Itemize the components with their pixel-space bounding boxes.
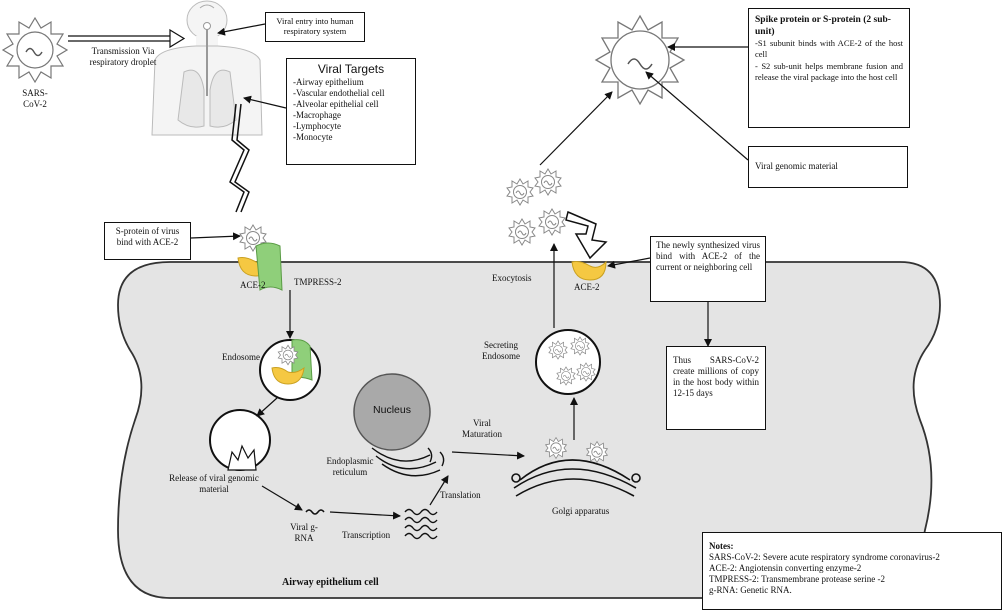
transcription-rna-icon — [404, 508, 438, 540]
viral-target-item: -Alveolar epithelial cell — [293, 99, 379, 109]
nucleus-label: Nucleus — [373, 404, 411, 416]
ace2-left-label: ACE-2 — [240, 280, 266, 290]
ace2-right-label: ACE-2 — [574, 282, 600, 292]
genomic-material-box: Viral genomic material — [748, 146, 908, 188]
s-protein-bind-box: S-protein of virus bind with ACE-2 — [104, 222, 191, 260]
newly-synthesized-box: The newly synthesized virus bind with AC… — [650, 236, 766, 302]
viral-maturation-label: Viral Maturation — [462, 418, 502, 439]
viral-target-item: -Airway epithelium — [293, 77, 364, 87]
note-item: g-RNA: Genetic RNA. — [709, 585, 792, 595]
transmission-label: Transmission Via respiratory droplet — [89, 46, 157, 67]
virus-label: SARS-CoV-2 — [22, 88, 48, 109]
viral-target-item: -Vascular endothelial cell — [293, 88, 385, 98]
viral-targets-list: -Airway epithelium-Vascular endothelial … — [293, 77, 409, 143]
spike-virus-icon — [594, 14, 686, 106]
secreting-endosome-label: Secreting Endosome — [482, 340, 520, 361]
viral-grna-icon — [305, 509, 325, 515]
ace2-receptor-right-icon — [571, 260, 607, 281]
flow-arrows — [190, 23, 749, 520]
human-figure — [151, 0, 263, 136]
translation-label: Translation — [440, 490, 481, 500]
tmpress2-icon — [255, 242, 283, 291]
notes-box: Notes: SARS-CoV-2: Severe acute respirat… — [702, 532, 1002, 610]
viral-target-item: -Lymphocyte — [293, 121, 341, 131]
thus-box: Thus SARS-CoV-2 create millions of copy … — [666, 346, 766, 430]
viral-target-item: -Macrophage — [293, 110, 341, 120]
sars-cov-2-virus-icon — [1, 16, 69, 84]
burst-icon — [227, 444, 257, 471]
ace2-endosome-icon — [271, 366, 305, 385]
viral-target-item: -Monocyte — [293, 132, 333, 142]
binding-arrow-icon — [565, 210, 608, 260]
spike-title: Spike protein or S-protein (2 sub-unit) — [755, 15, 891, 37]
viral-targets-title: Viral Targets — [317, 62, 385, 76]
secreting-endosome-icon — [535, 329, 601, 395]
note-item: SARS-CoV-2: Severe acute respiratory syn… — [709, 552, 940, 562]
golgi-label: Golgi apparatus — [552, 506, 610, 516]
transcription-label: Transcription — [342, 530, 391, 540]
spike-s2: - S2 sub-unit helps membrane fusion and … — [755, 61, 903, 82]
transmission-arrow — [68, 28, 186, 49]
nucleus-icon — [353, 373, 431, 451]
spike-protein-box: Spike protein or S-protein (2 sub-unit) … — [748, 8, 910, 128]
release-label: Release of viral genomic material — [169, 473, 259, 494]
er-label: Endoplasmic reticulum — [326, 456, 374, 477]
endoplasmic-reticulum-icon — [371, 447, 445, 477]
endosome-label: Endosome — [222, 352, 260, 362]
note-item: TMPRESS-2: Transmembrane protease serine… — [709, 574, 885, 584]
viral-targets-box: Viral Targets -Airway epithelium-Vascula… — [286, 58, 416, 165]
spike-s1: -S1 subunit binds with ACE-2 of the host… — [755, 38, 903, 59]
tmpress2-label: TMPRESS-2 — [294, 277, 342, 287]
viral-entry-box: Viral entry into human respiratory syste… — [265, 12, 365, 42]
note-item: ACE-2: Angiotensin converting enzyme-2 — [709, 563, 862, 573]
released-viruses-icon — [506, 168, 566, 246]
cell-label: Airway epithelium cell — [282, 577, 379, 588]
entry-zigzag — [229, 103, 250, 213]
viral-grna-label: Viral g-RNA — [290, 522, 318, 543]
golgi-apparatus-icon — [511, 459, 641, 497]
notes-list: SARS-CoV-2: Severe acute respiratory syn… — [709, 552, 995, 596]
exocytosis-label: Exocytosis — [492, 273, 532, 283]
notes-title: Notes: — [709, 541, 734, 551]
